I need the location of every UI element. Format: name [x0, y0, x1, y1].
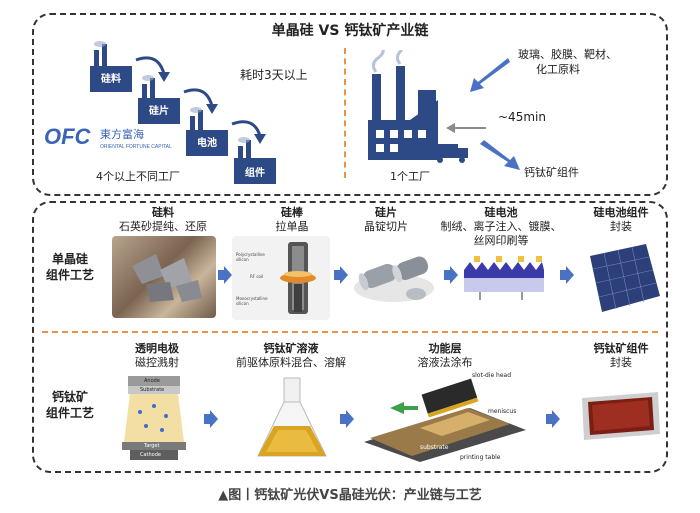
silicon-step-5-desc: 封装 [610, 220, 632, 233]
perovskite-factory-icon [368, 50, 468, 163]
sputter-label-target: Target [144, 443, 160, 449]
ofc-logo-mark: OFC [44, 124, 91, 149]
coat-label-substrate: substrate [420, 444, 449, 451]
process-box [32, 201, 668, 473]
ofc-logo: OFC 東方富海 ORIENTAL FORTUNE CAPITAL [44, 124, 174, 160]
coat-label-table: printing table [460, 454, 501, 461]
perovskite-step-3-title: 功能层 [428, 342, 462, 355]
perovskite-factory-count: 1个工厂 [390, 170, 430, 183]
perovskite-step-1-desc: 磁控溅射 [135, 356, 179, 369]
chain-title: 单晶硅 VS 钙钛矿产业链 [271, 23, 429, 39]
factory-label-module: 组件 [245, 168, 265, 179]
figure-caption: ▲图丨钙钛矿光伏VS晶硅光伏：产业链与工艺 [218, 488, 482, 503]
process-separator [42, 331, 658, 333]
factory-label-cell: 电池 [197, 138, 217, 149]
silicon-rod-image: Polycrystalline silicon RF coil Monocrys… [232, 236, 330, 320]
sputter-label-cathode: Cathode [140, 452, 161, 458]
small-in-arrow [446, 123, 486, 133]
ofc-logo-cn: 東方富海 [100, 128, 144, 141]
perovskite-row-label-2: 组件工艺 [45, 406, 94, 420]
silicon-arrow-3 [444, 266, 458, 284]
ofc-logo-en: ORIENTAL FORTUNE CAPITAL [100, 144, 172, 150]
materials-line-2: 化工原料 [536, 63, 580, 76]
silicon-raw-image [112, 236, 216, 318]
sputter-label-substrate: Substrate [140, 387, 165, 393]
perovskite-step-2-desc: 前驱体原料混合、溶解 [236, 356, 346, 369]
silicon-module-image [580, 240, 664, 316]
sputtering-image: Anode Substrate Target Cathode [110, 372, 198, 464]
rod-label-rf: RF coil [250, 274, 264, 279]
silicon-arrow-4 [560, 266, 574, 284]
materials-line-1: 玻璃、胶膜、靶材、 [518, 48, 617, 61]
silicon-row-label-1: 单晶硅 [51, 252, 88, 266]
silicon-step-4-desc: 制绒、离子注入、镀膜、 [440, 220, 562, 233]
product-out-arrow [480, 140, 520, 170]
duration-text: 耗时3天以上 [240, 68, 308, 82]
perovskite-step-3-desc: 溶液法涂布 [417, 356, 473, 369]
silicon-factory-chain [90, 41, 276, 184]
sputter-label-anode: Anode [144, 378, 160, 384]
factory-label-wafer: 硅片 [149, 106, 169, 117]
industry-chain-box [32, 13, 668, 196]
perovskite-step-4-title: 钙钛矿组件 [593, 342, 649, 355]
slot-die-coating-image: slot-die head meniscus substrate printin… [360, 368, 530, 464]
silicon-arrow-1 [218, 266, 232, 284]
perovskite-module-product: 钙钛矿组件 [524, 166, 579, 179]
materials-in-arrow [470, 58, 510, 92]
silicon-step-3-title: 硅片 [375, 206, 397, 219]
silicon-step-2-desc: 拉单晶 [275, 220, 309, 233]
silicon-step-4-title: 硅电池 [484, 206, 518, 219]
process-time: ~45min [498, 110, 546, 124]
perovskite-arrow-3 [546, 410, 560, 428]
perovskite-arrow-1 [204, 410, 218, 428]
silicon-step-4-desc2: 丝网印刷等 [473, 234, 529, 247]
perovskite-step-4-desc: 封装 [610, 356, 632, 369]
factory-label-silicon-material: 硅料 [101, 74, 121, 85]
coat-label-meniscus: meniscus [488, 408, 517, 415]
separator-line [344, 48, 346, 178]
coat-label-head: slot-die head [472, 372, 512, 379]
perovskite-module-image [578, 390, 662, 442]
silicon-step-5-title: 硅电池组件 [593, 206, 649, 219]
silicon-step-3-desc: 晶锭切片 [364, 220, 408, 233]
silicon-wafer-image [352, 244, 436, 310]
rod-label-mono: Monocrystalline silicon [236, 296, 268, 306]
silicon-cell-image [462, 250, 546, 302]
perovskite-step-2-title: 钙钛矿溶液 [263, 342, 319, 355]
rod-label-poly: Polycrystalline silicon [236, 252, 265, 262]
solution-flask-image [252, 376, 332, 462]
silicon-step-1-title: 硅料 [152, 206, 174, 219]
factory-count-text: 4个以上不同工厂 [96, 170, 180, 183]
perovskite-arrow-2 [340, 410, 354, 428]
perovskite-row-label-1: 钙钛矿 [51, 390, 88, 404]
silicon-step-1-desc: 石英砂提纯、还原 [119, 220, 207, 233]
perovskite-step-1-title: 透明电极 [135, 342, 179, 355]
silicon-arrow-2 [334, 266, 348, 284]
silicon-step-2-title: 硅棒 [281, 206, 303, 219]
silicon-row-label-2: 组件工艺 [45, 268, 94, 282]
